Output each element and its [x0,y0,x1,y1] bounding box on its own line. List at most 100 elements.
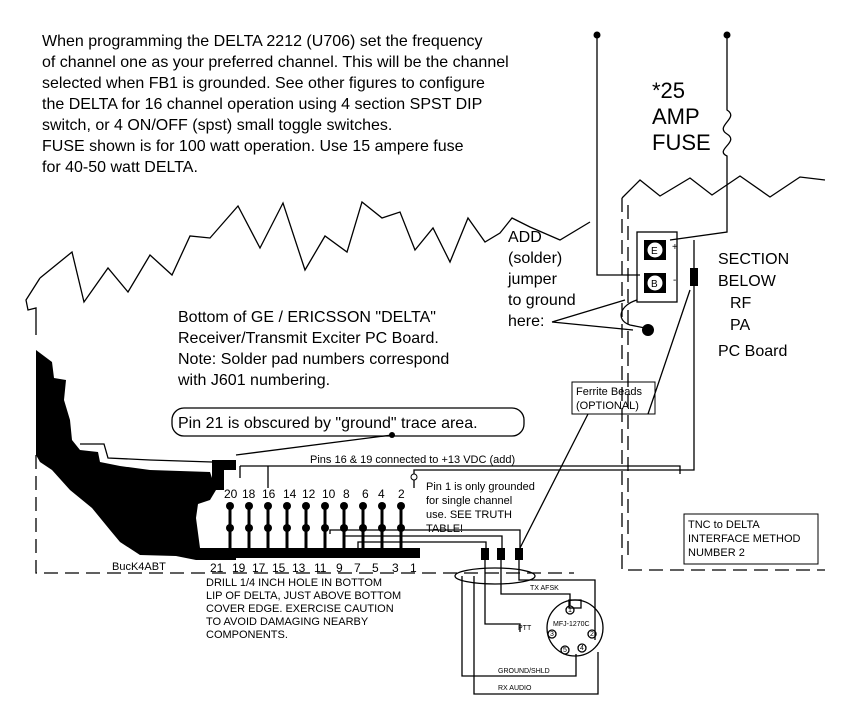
section-line-2: BELOW [718,273,777,290]
pin-label-17: 17 [252,561,266,575]
add-line-2: (solder) [508,250,562,267]
cutaway-outline [39,200,591,304]
fuse-element [669,35,732,241]
jumper-wire [596,35,640,276]
fuse-line-1: *25 [652,78,685,103]
pin-label-9: 9 [336,561,343,575]
connector-pin-label-4: 4 [580,645,584,652]
pin21-text: Pin 21 is obscured by "ground" trace are… [178,415,478,432]
drill-note: DRILL 1/4 INCH HOLE IN BOTTOM LIP OF DEL… [206,577,401,641]
pin-label-1: 1 [410,561,417,575]
solder-pad [378,524,386,532]
tnc-line-3: NUMBER 2 [688,547,745,559]
intro-line-7: for 40-50 watt DELTA. [42,159,198,176]
solder-pad [340,524,348,532]
wire-pin-c [329,529,521,548]
e-terminal-label: E [651,246,658,257]
pin1-line-1: Pin 1 is only grounded [426,481,535,493]
pin-label-16: 16 [262,487,276,501]
connector-pin-3 [547,629,557,639]
solder-pad [359,502,367,510]
section-line-1: SECTION [718,251,789,268]
intro-line-6: FUSE shown is for 100 watt operation. Us… [42,138,464,155]
connector-pin-2 [587,629,597,639]
solder-pad [226,502,234,510]
solder-pad [245,524,253,532]
connector-pin-label-2: 2 [590,631,594,638]
solder-pad [283,524,291,532]
solder-pad [245,502,253,510]
pin-label-10: 10 [322,487,336,501]
pin-header: 20 18 16 14 12 10 8 6 4 2 21 19 17 15 13… [210,487,420,575]
solder-pad [321,502,329,510]
fuse-line-2: AMP [652,104,700,129]
wire-pin-b [343,535,503,548]
pins-16-19-label: Pins 16 & 19 connected to +13 VDC (add) [310,454,515,466]
intro-line-2: of channel one as your preferred channel… [42,54,509,71]
bead-1-icon [481,548,489,560]
tnc-line-2: INTERFACE METHOD [688,533,801,545]
pin-label-19: 19 [232,561,246,575]
pin21-box [171,407,525,437]
connector-pin-5 [560,645,570,655]
add-jumper-label: ADD (solder) jumper to ground here: [507,229,634,331]
fuse-line-3: FUSE [652,130,711,155]
cable-bundle-ellipse [454,567,536,585]
rf-pa-section: SECTION BELOW RF PA PC Board [621,175,826,571]
ferrite-bead-icon [690,268,698,286]
odd-pin-labels: 21 19 17 15 13 11 9 7 5 3 1 [210,561,417,575]
pin21-note: Pin 21 is obscured by "ground" trace are… [171,407,525,456]
rf-pa-dashed-border [621,198,825,571]
ground-point-icon [642,324,654,336]
pin-label-21: 21 [210,561,224,575]
signal-wires: TX AFSK PTT GROUND/SHLD RX AUDIO [329,529,599,695]
pin-label-3: 3 [392,561,399,575]
fuse-label: *25 AMP FUSE [652,78,711,155]
connector-pin-label-1: 1 [568,607,572,614]
pin21-pointer [235,434,393,456]
din-connector: MFJ-1270C 1 2 3 4 5 [546,599,604,657]
solder-pad [397,524,405,532]
solder-pad [359,524,367,532]
ground-jumper-wire [620,299,646,329]
ptt-wire [484,560,521,632]
solder-pad [264,524,272,532]
b-minus-label: - [673,275,676,286]
pin-label-12: 12 [302,487,316,501]
ferrite-note: Ferrite Beads (OPTIONAL) [519,289,691,549]
board-line-1: Bottom of GE / ERICSSON "DELTA" [178,309,436,326]
board-left-edge [25,277,41,335]
solder-pad [340,502,348,510]
plus-13v-bus-line [240,465,681,474]
pin1-line-2: for single channel [426,495,512,507]
add-jumper-arrows [551,299,634,331]
solder-pad [264,502,272,510]
e-terminal-icon [646,241,664,259]
connector-model: MFJ-1270C [553,621,590,628]
terminal-frame [636,231,678,303]
fuse-wire [593,31,732,276]
b-terminal-label: B [651,279,658,290]
author-label: BucK4ABT [112,561,166,573]
add-line-3: jumper [507,271,558,288]
even-pin-labels: 20 18 16 14 12 10 8 6 4 2 [224,487,405,501]
rx-audio-wire [473,576,599,695]
bead-3-icon [515,548,523,560]
solder-pad [226,524,234,532]
drill-line-3: COVER EDGE. EXERCISE CAUTION [206,603,394,615]
ground-label: GROUND/SHLD [498,668,550,675]
plus-13v-bus: Pins 16 & 19 connected to +13 VDC (add) [239,454,681,488]
connector-pin-4 [577,643,587,653]
add-line-4: to ground [508,292,576,309]
pin1-line-4: TABLE! [426,523,463,535]
pin-label-11: 11 [314,561,327,575]
pin-label-20: 20 [224,487,238,501]
board-description: Bottom of GE / ERICSSON "DELTA" Receiver… [177,309,449,389]
connector-pin-1 [565,605,575,615]
ferrite-line-2: (OPTIONAL) [576,400,639,412]
wire-pin-a [357,541,487,548]
board-line-4: with J601 numbering. [177,372,330,389]
connector-pin-label-5: 5 [563,647,567,654]
rf-pa-jagged-top [621,175,826,199]
intro-line-4: the DELTA for 16 channel operation using… [42,96,482,113]
